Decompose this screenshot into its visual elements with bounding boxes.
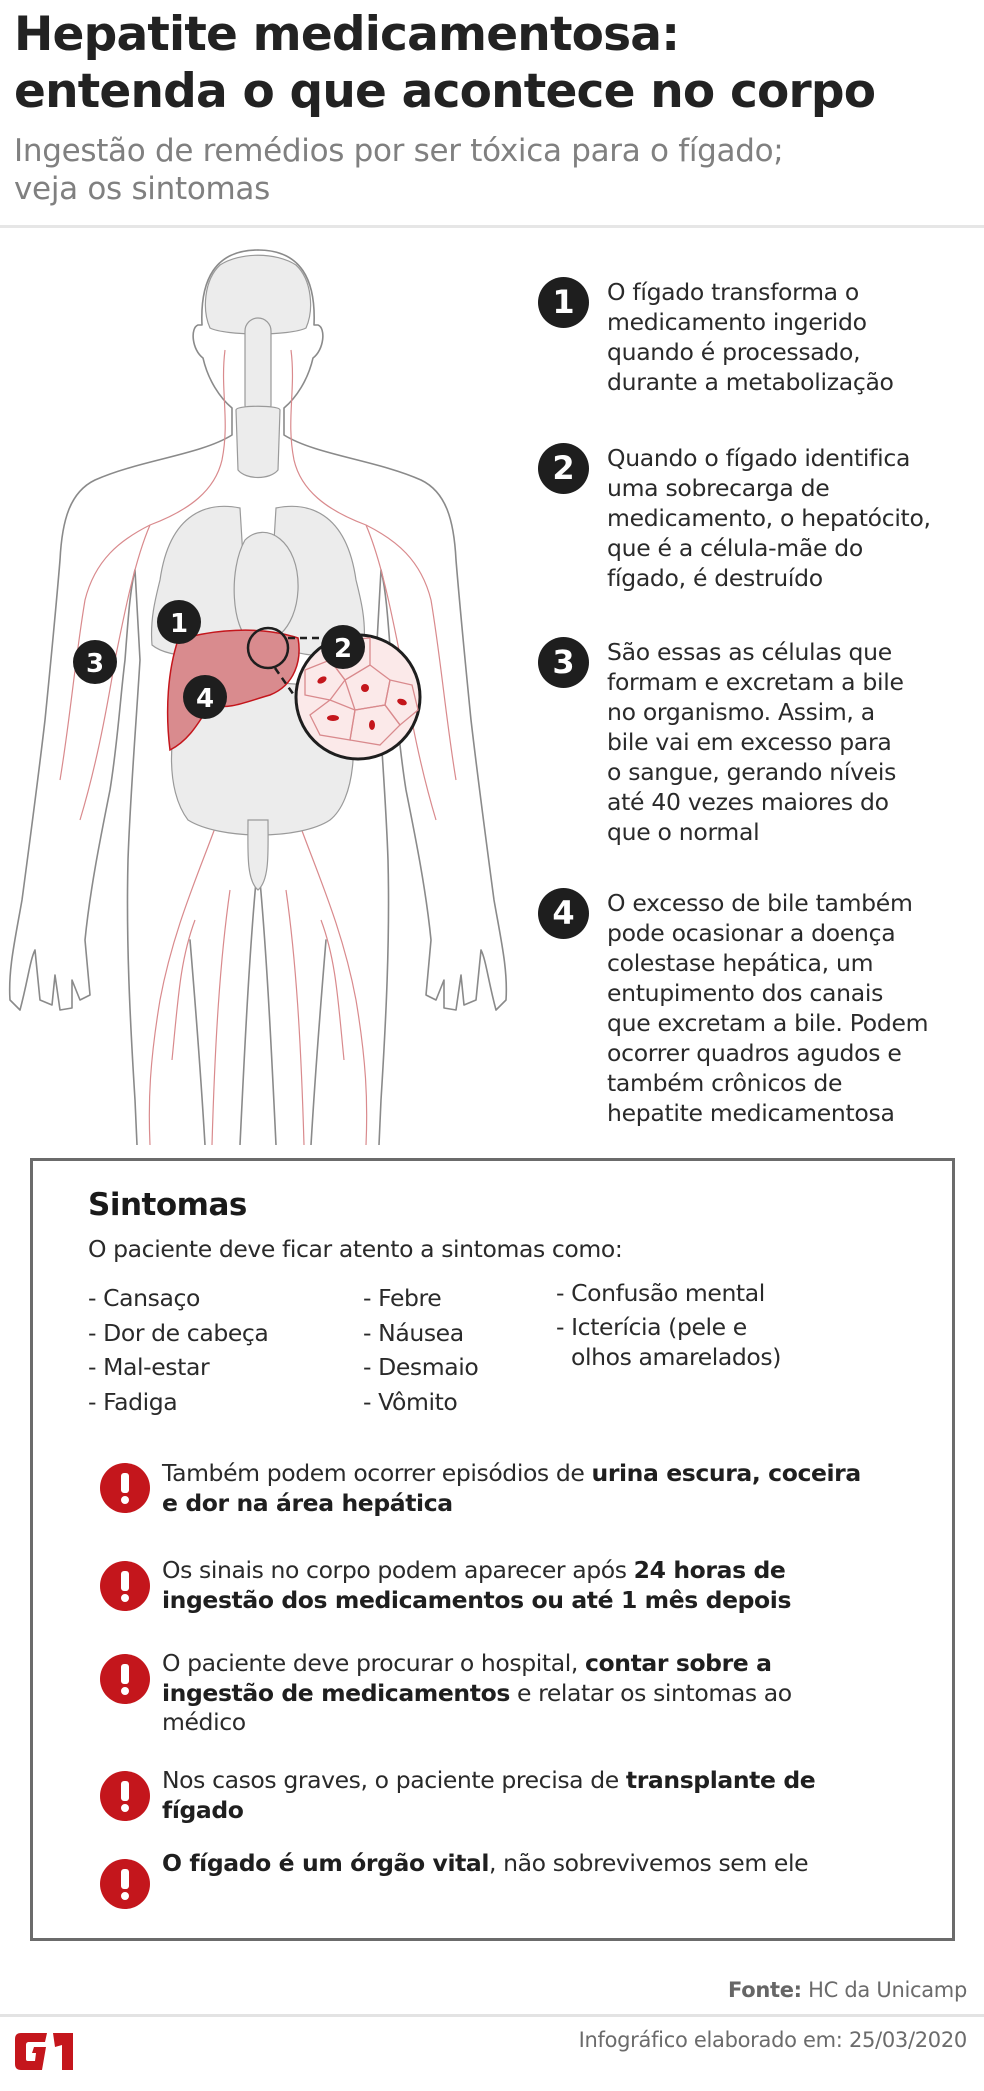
human-body-icon: 1 2 3 4 [8, 249, 508, 1145]
symptoms-column-2: - Febre - Náusea - Desmaio - Vômito [363, 1281, 479, 1419]
svg-text:1: 1 [170, 609, 188, 639]
title-line-1: Hepatite medicamentosa: [14, 7, 680, 62]
symptoms-column-1: - Cansaço - Dor de cabeça - Mal-estar - … [88, 1281, 269, 1419]
symptom-item: - Cansaço [88, 1284, 200, 1312]
svg-text:3: 3 [86, 649, 104, 679]
exclamation-icon [100, 1654, 150, 1704]
alert-text: O fígado é um órgão vital, não sobrevive… [162, 1849, 809, 1877]
step-number-badge: 1 [538, 277, 589, 328]
symptom-item: - Febre [363, 1284, 442, 1312]
g1-logo-icon [15, 2033, 73, 2070]
symptom-item: - Dor de cabeça [88, 1318, 269, 1347]
footer-divider [0, 2014, 984, 2017]
alert-text: O paciente deve procurar o hospital, con… [162, 1649, 792, 1736]
svg-text:2: 2 [334, 634, 352, 664]
symptoms-column-3: - Confusão mental - Icterícia (pele e ol… [556, 1278, 796, 1372]
symptom-item: - Vômito [363, 1387, 458, 1416]
alert-text: Nos casos graves, o paciente precisa de … [162, 1766, 816, 1824]
source-credit: Fonte: HC da Unicamp [728, 1978, 967, 2002]
symptom-item: - Fadiga [88, 1387, 178, 1416]
subtitle-line-2: veja os sintomas [14, 171, 270, 207]
symptom-item: - Icterícia (pele e olhos amarelados) [556, 1313, 782, 1371]
title-line-2: entenda o que acontece no corpo [14, 64, 876, 119]
symptoms-title: Sintomas [88, 1187, 247, 1223]
exclamation-icon [100, 1463, 150, 1513]
symptoms-box: Sintomas O paciente deve ficar atento a … [30, 1158, 955, 1941]
page-subtitle: Ingestão de remédios por ser tóxica para… [14, 132, 974, 208]
body-illustration: 1 2 3 4 [0, 240, 520, 1145]
infographic-date: Infográfico elaborado em: 25/03/2020 [578, 2028, 968, 2052]
symptom-item: - Confusão mental [556, 1279, 765, 1307]
symptom-item: - Náusea [363, 1318, 464, 1347]
g1-logo [15, 2033, 75, 2070]
step-number-badge: 2 [538, 443, 589, 494]
alert-text: Também podem ocorrer episódios de urina … [162, 1459, 861, 1517]
symptom-item: - Desmaio [363, 1353, 479, 1381]
page-title: Hepatite medicamentosa: entenda o que ac… [14, 6, 974, 120]
exclamation-icon [100, 1561, 150, 1611]
subtitle-line-1: Ingestão de remédios por ser tóxica para… [14, 133, 784, 169]
step-number-badge: 4 [538, 888, 589, 939]
symptoms-intro: O paciente deve ficar atento a sintomas … [88, 1235, 623, 1263]
exclamation-icon [100, 1771, 150, 1821]
figure-markers: 1 2 3 4 [73, 600, 365, 719]
exclamation-icon [100, 1859, 150, 1909]
header-divider [0, 225, 984, 228]
step-number-badge: 3 [538, 637, 589, 688]
liver-shape [166, 629, 300, 752]
svg-text:4: 4 [196, 684, 214, 714]
symptom-item: - Mal-estar [88, 1353, 210, 1381]
alert-text: Os sinais no corpo podem aparecer após 2… [162, 1556, 792, 1614]
